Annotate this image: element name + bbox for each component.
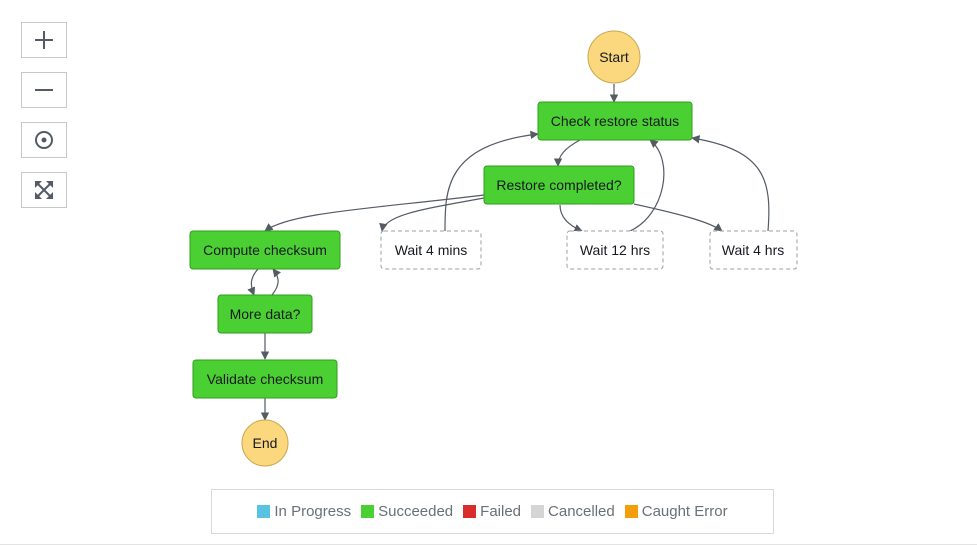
- legend-in-progress: In Progress: [257, 503, 351, 520]
- legend-cancelled: Cancelled: [531, 503, 615, 520]
- edge-restore-wait4h: [633, 203, 723, 232]
- legend-label-succeeded: Succeeded: [378, 503, 454, 520]
- edge-moredata-compute: [271, 268, 281, 296]
- legend-swatch-succeeded: [361, 505, 375, 518]
- center-button[interactable]: [21, 122, 67, 158]
- target-icon: [35, 131, 53, 149]
- legend-swatch-failed: [463, 505, 477, 518]
- node-restore-completed-label: Restore completed?: [496, 177, 622, 193]
- node-start[interactable]: Start: [587, 30, 641, 84]
- node-end[interactable]: End: [241, 419, 289, 467]
- plus-icon: [35, 31, 53, 49]
- node-restore-completed[interactable]: Restore completed?: [483, 165, 635, 205]
- legend-swatch-cancelled: [531, 505, 545, 518]
- zoom-in-button[interactable]: [21, 22, 67, 58]
- node-wait-4-mins[interactable]: Wait 4 mins: [380, 230, 482, 270]
- edge-restore-compute: [264, 194, 485, 232]
- legend-caught-error: Caught Error: [624, 503, 728, 520]
- edge-restore-wait12h: [559, 204, 583, 232]
- node-wait-4-mins-label: Wait 4 mins: [395, 242, 468, 258]
- edge-wait12h-check: [629, 139, 665, 232]
- node-check-restore-status[interactable]: Check restore status: [537, 101, 693, 141]
- node-wait-4-hrs-label: Wait 4 hrs: [722, 242, 785, 258]
- status-legend: In Progress Succeeded Failed Cancelled C…: [211, 489, 774, 534]
- node-check-restore-status-label: Check restore status: [551, 113, 679, 129]
- node-more-data[interactable]: More data?: [217, 294, 313, 334]
- minus-icon: [35, 89, 53, 91]
- legend-failed: Failed: [463, 503, 521, 520]
- legend-swatch-caught-error: [624, 505, 638, 518]
- node-compute-checksum[interactable]: Compute checksum: [189, 230, 341, 270]
- node-more-data-label: More data?: [230, 306, 301, 322]
- legend-label-cancelled: Cancelled: [548, 503, 615, 520]
- edge-compute-moredata: [247, 268, 259, 296]
- state-machine-graph: Start Check restore status Restore compl…: [189, 30, 798, 467]
- node-validate-checksum[interactable]: Validate checksum: [192, 359, 338, 399]
- edge-restore-wait4m: [379, 197, 485, 232]
- legend-label-in-progress: In Progress: [274, 503, 352, 520]
- legend-label-failed: Failed: [480, 503, 522, 520]
- node-start-label: Start: [599, 49, 629, 65]
- node-validate-checksum-label: Validate checksum: [207, 371, 323, 387]
- node-wait-12-hrs-label: Wait 12 hrs: [580, 242, 650, 258]
- legend-label-caught-error: Caught Error: [641, 503, 728, 520]
- legend-swatch-in-progress: [257, 505, 271, 518]
- edge-wait4h-check: [691, 135, 770, 232]
- expand-arrows-icon: [35, 181, 53, 199]
- graph-edges: [247, 84, 770, 421]
- edge-wait4m-check: [444, 130, 539, 232]
- fit-view-button[interactable]: [21, 172, 67, 208]
- node-wait-12-hrs[interactable]: Wait 12 hrs: [566, 230, 664, 270]
- legend-succeeded: Succeeded: [361, 503, 453, 520]
- node-end-label: End: [253, 435, 278, 451]
- node-compute-checksum-label: Compute checksum: [203, 242, 327, 258]
- zoom-out-button[interactable]: [21, 72, 67, 108]
- node-wait-4-hrs[interactable]: Wait 4 hrs: [709, 230, 798, 270]
- bottom-divider: [0, 544, 977, 545]
- edge-check-restore: [553, 139, 581, 167]
